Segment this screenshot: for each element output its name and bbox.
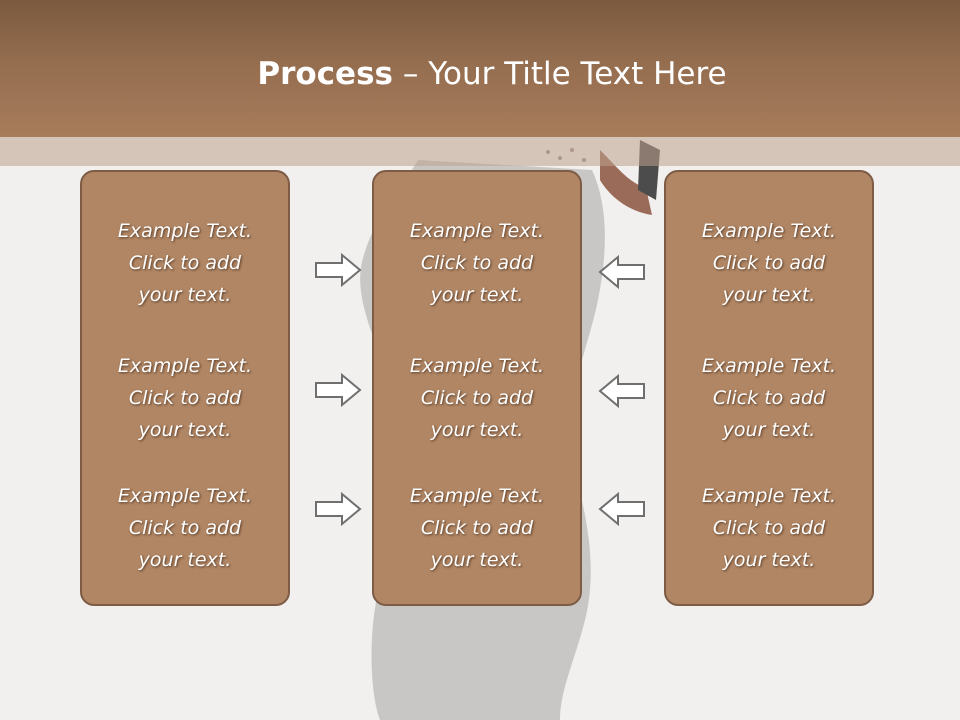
title-bar [0, 0, 960, 137]
text-block[interactable]: Example Text. Click to add your text. [666, 480, 872, 576]
text-line: Example Text. [409, 355, 545, 377]
text-line: your text. [722, 284, 816, 306]
text-line: Example Text. [117, 220, 253, 242]
slide-title-rest: – Your Title Text Here [393, 56, 727, 92]
text-block[interactable]: Example Text. Click to add your text. [82, 480, 288, 576]
slide-title-bold: Process [257, 56, 393, 92]
text-line: Example Text. [117, 485, 253, 507]
text-line: your text. [138, 284, 232, 306]
arrow-right-icon [315, 253, 362, 287]
text-block[interactable]: Example Text. Click to add your text. [374, 480, 580, 576]
arrow-left-icon [598, 374, 645, 408]
text-line: Click to add [420, 252, 534, 274]
process-box-2[interactable]: Example Text. Click to add your text. Ex… [372, 170, 582, 606]
text-line: your text. [722, 549, 816, 571]
text-block[interactable]: Example Text. Click to add your text. [666, 215, 872, 311]
text-line: your text. [722, 419, 816, 441]
title-bar-band [0, 137, 960, 166]
arrow-left-icon [598, 255, 645, 289]
text-line: Example Text. [701, 485, 837, 507]
arrow-left-icon [598, 492, 645, 526]
text-line: your text. [138, 419, 232, 441]
text-block[interactable]: Example Text. Click to add your text. [82, 215, 288, 311]
text-line: Click to add [712, 517, 826, 539]
arrow-right-icon [315, 492, 362, 526]
text-line: Click to add [420, 387, 534, 409]
text-line: Click to add [128, 517, 242, 539]
text-line: your text. [138, 549, 232, 571]
text-line: your text. [430, 549, 524, 571]
process-box-1[interactable]: Example Text. Click to add your text. Ex… [80, 170, 290, 606]
text-block[interactable]: Example Text. Click to add your text. [374, 350, 580, 446]
text-line: Click to add [420, 517, 534, 539]
text-line: Example Text. [701, 220, 837, 242]
process-box-3[interactable]: Example Text. Click to add your text. Ex… [664, 170, 874, 606]
text-block[interactable]: Example Text. Click to add your text. [374, 215, 580, 311]
text-line: Click to add [128, 387, 242, 409]
text-line: Click to add [128, 252, 242, 274]
text-line: Example Text. [701, 355, 837, 377]
text-block[interactable]: Example Text. Click to add your text. [82, 350, 288, 446]
text-line: Click to add [712, 252, 826, 274]
text-line: your text. [430, 284, 524, 306]
text-line: Example Text. [117, 355, 253, 377]
text-line: Click to add [712, 387, 826, 409]
slide-title[interactable]: Process – Your Title Text Here [0, 54, 960, 94]
text-line: Example Text. [409, 485, 545, 507]
text-block[interactable]: Example Text. Click to add your text. [666, 350, 872, 446]
text-line: Example Text. [409, 220, 545, 242]
arrow-right-icon [315, 373, 362, 407]
text-line: your text. [430, 419, 524, 441]
